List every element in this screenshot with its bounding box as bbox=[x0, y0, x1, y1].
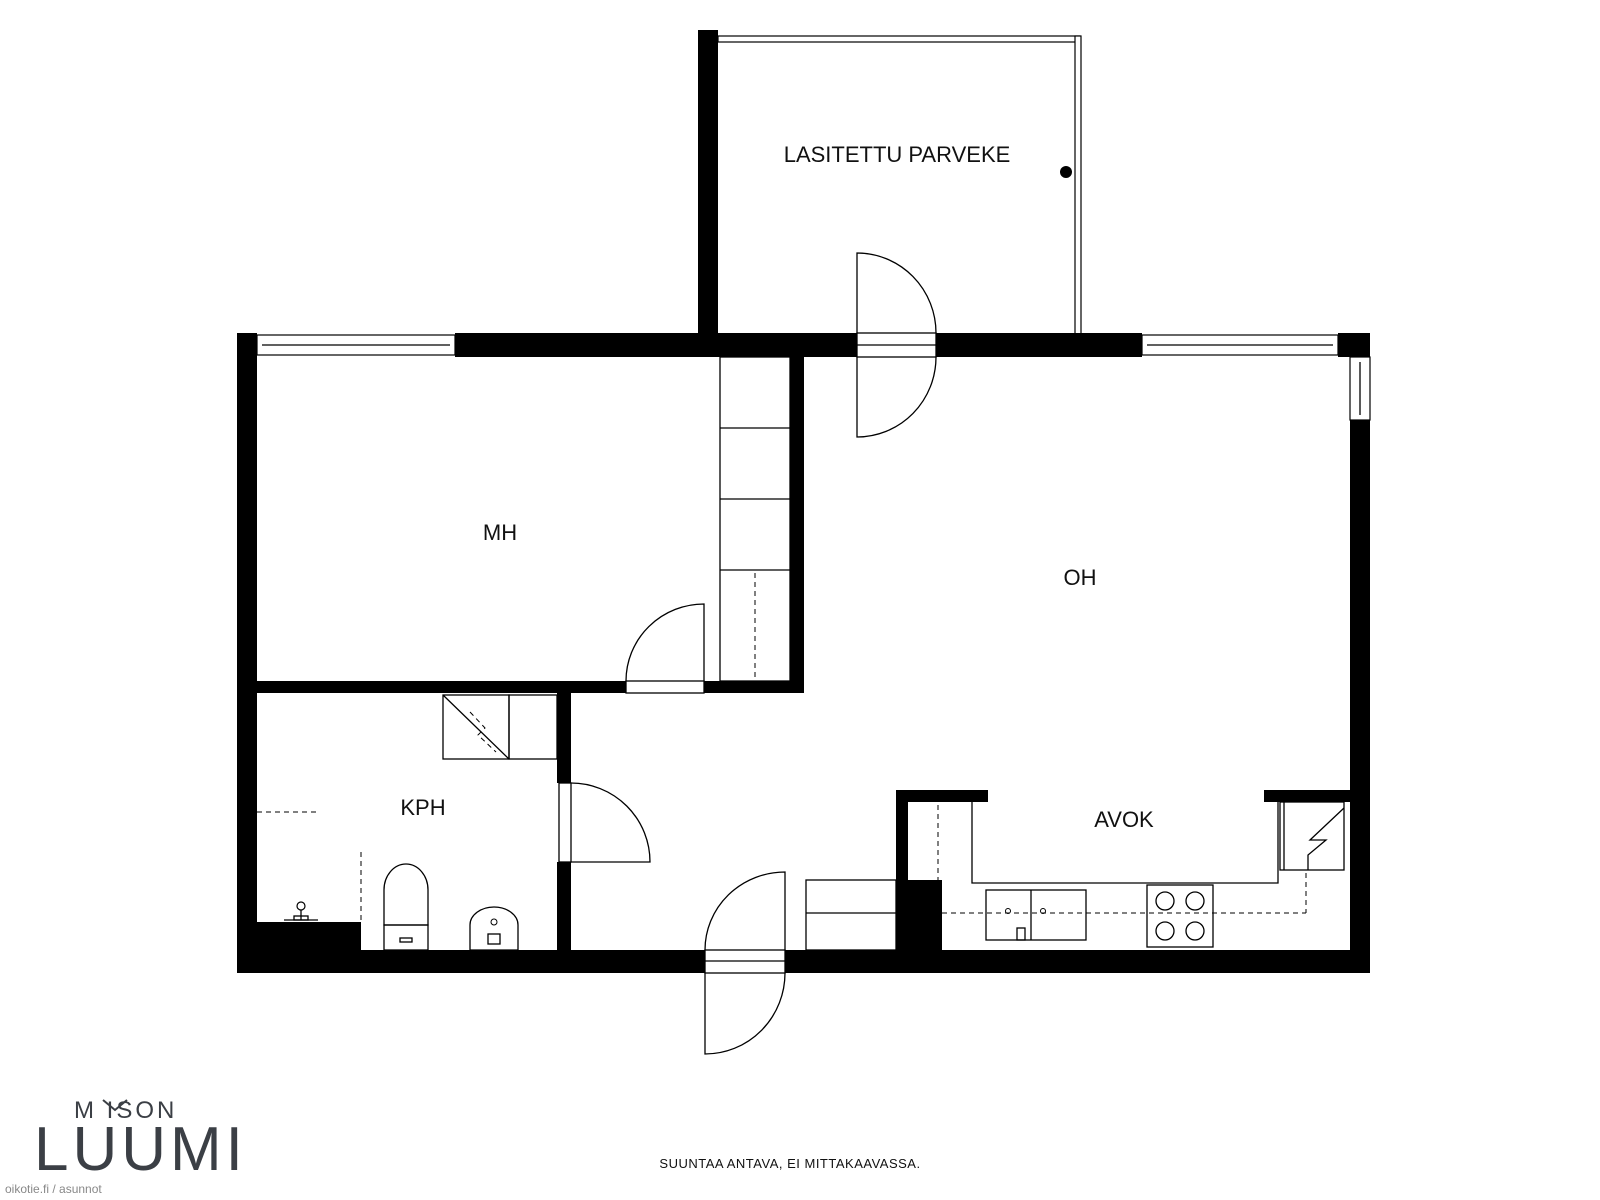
balcony-glazing-right bbox=[1074, 35, 1082, 335]
logo-roof-icon bbox=[102, 1099, 128, 1112]
sink-icon bbox=[985, 889, 1087, 941]
door-swing-icon bbox=[558, 252, 937, 1055]
shower-tap-icon bbox=[284, 901, 318, 921]
stove-icon bbox=[1146, 884, 1214, 948]
logo-main-text: LUUMI bbox=[34, 1115, 247, 1184]
balcony-glazing-top bbox=[717, 35, 1081, 43]
toilet-icon bbox=[383, 863, 429, 951]
room-label-balcony: LASITETTU PARVEKE bbox=[784, 142, 1011, 167]
interior-walls bbox=[257, 357, 1350, 950]
credit-text: oikotie.fi / asunnot bbox=[5, 1182, 102, 1196]
outer-walls bbox=[237, 333, 1370, 973]
balcony-drain-icon bbox=[1060, 166, 1072, 178]
disclaimer-text: SUUNTAA ANTAVA, EI MITTAKAAVASSA. bbox=[659, 1156, 920, 1171]
room-label-bathroom: KPH bbox=[400, 795, 445, 820]
room-label-bedroom: MH bbox=[483, 520, 517, 545]
wardrobe bbox=[719, 356, 791, 682]
window-icon bbox=[256, 334, 1371, 421]
maison-luumi-logo: M ISON LUUMI bbox=[34, 1097, 247, 1184]
balcony-area bbox=[698, 30, 1082, 336]
room-label-living: OH bbox=[1064, 565, 1097, 590]
room-label-kitchen: AVOK bbox=[1094, 807, 1154, 832]
bathroom-fixtures bbox=[257, 694, 558, 951]
balcony-wall-left bbox=[698, 30, 718, 336]
sink-icon bbox=[469, 906, 519, 951]
kitchen-fixtures bbox=[805, 801, 1345, 951]
